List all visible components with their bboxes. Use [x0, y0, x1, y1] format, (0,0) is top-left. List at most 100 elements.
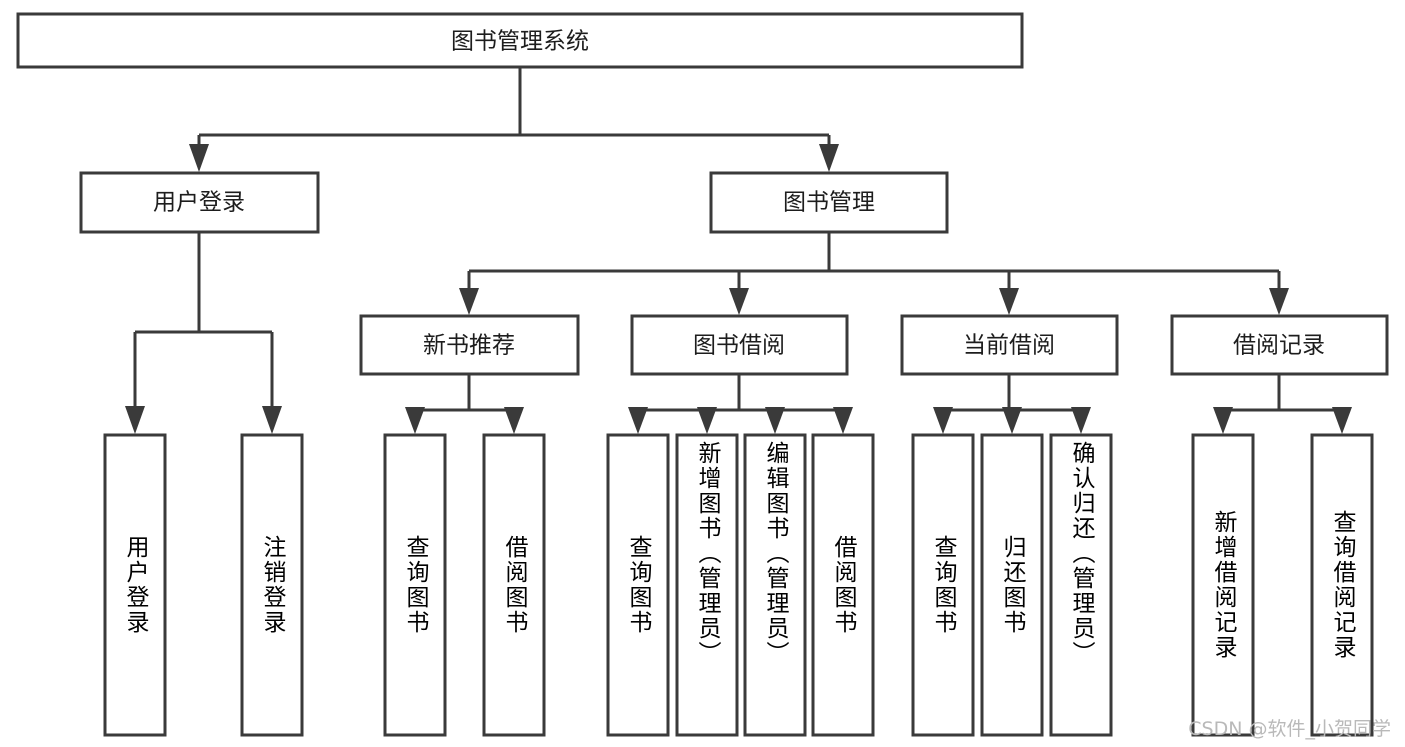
- node-leaf-edit-book-text-wrap: 编辑图书（管理员）: [762, 441, 788, 666]
- node-leaf-user-login-label: 用户登录: [122, 535, 148, 635]
- node-leaf-confirm-return-label: 确认归还（管理员）: [1068, 441, 1094, 666]
- node-leaf-query-book-current-label: 查询图书: [930, 535, 956, 635]
- arrow-head-bookmanage: [819, 144, 839, 172]
- arrow-head-book-borrow: [729, 288, 749, 315]
- node-leaf-confirm-return[interactable]: 确认归还（管理员）: [1049, 433, 1113, 737]
- connector-group-bookborrow: [628, 374, 853, 434]
- connector-group-bookmanage: [459, 232, 1289, 315]
- arrow-head-new-book-recommend: [459, 288, 479, 315]
- arrow-head-leaf-query-book-current: [933, 407, 953, 434]
- node-leaf-query-book-borrow-label: 查询图书: [625, 535, 651, 635]
- node-leaf-query-book-current-text-wrap: 查询图书: [930, 535, 956, 635]
- node-current-borrow-label: 当前借阅: [963, 333, 1055, 359]
- node-book-borrow[interactable]: 图书借阅: [630, 314, 849, 376]
- node-leaf-query-book-borrow-rect[interactable]: [606, 433, 670, 737]
- node-leaf-query-book-rec-rect[interactable]: [383, 433, 447, 737]
- node-leaf-add-book-text-wrap: 新增图书（管理员）: [694, 441, 720, 666]
- arrow-head-leaf-return-book: [1002, 407, 1022, 434]
- node-new-book-recommend-rect[interactable]: [359, 314, 580, 376]
- node-current-borrow-rect[interactable]: [900, 314, 1119, 376]
- node-leaf-borrow-book-rect[interactable]: [811, 433, 875, 737]
- node-book-manage-label: 图书管理: [783, 190, 875, 216]
- node-leaf-edit-book[interactable]: 编辑图书（管理员）: [743, 433, 807, 737]
- node-leaf-query-book-current-rect[interactable]: [911, 433, 975, 737]
- node-leaf-query-book-borrow-text-wrap: 查询图书: [625, 535, 651, 635]
- node-leaf-add-borrow-record-text-wrap: 新增借阅记录: [1210, 510, 1236, 660]
- node-leaf-add-borrow-record-rect[interactable]: [1191, 433, 1255, 737]
- node-leaf-edit-book-label: 编辑图书（管理员）: [762, 441, 788, 666]
- arrow-head-leaf-logout-login: [262, 406, 282, 434]
- arrow-head-leaf-borrow-book-rec: [504, 407, 524, 434]
- node-current-borrow[interactable]: 当前借阅: [900, 314, 1119, 376]
- node-leaf-edit-book-rect[interactable]: [743, 433, 807, 737]
- node-leaf-add-borrow-record[interactable]: 新增借阅记录: [1191, 433, 1255, 737]
- arrow-head-leaf-add-borrow-record: [1213, 407, 1233, 434]
- node-leaf-query-book-rec-text-wrap: 查询图书: [402, 535, 428, 635]
- node-leaf-add-book[interactable]: 新增图书（管理员）: [675, 433, 739, 737]
- arrow-head-leaf-query-book-borrow: [628, 407, 648, 434]
- node-leaf-confirm-return-text-wrap: 确认归还（管理员）: [1068, 441, 1094, 666]
- node-leaf-query-book-borrow[interactable]: 查询图书: [606, 433, 670, 737]
- node-leaf-logout-login[interactable]: 注销登录: [240, 433, 304, 737]
- node-leaf-logout-login-text-wrap: 注销登录: [259, 535, 285, 635]
- node-leaf-borrow-book[interactable]: 借阅图书: [811, 433, 875, 737]
- node-leaf-borrow-book-rec-rect[interactable]: [482, 433, 546, 737]
- arrow-head-leaf-user-login: [125, 406, 145, 434]
- arrow-head-leaf-borrow-book: [833, 407, 853, 434]
- node-user-login[interactable]: 用户登录: [79, 171, 320, 234]
- node-leaf-query-book-rec-label: 查询图书: [402, 535, 428, 635]
- arrow-head-leaf-query-borrow-record: [1332, 407, 1352, 434]
- arrow-head-leaf-query-book-rec: [405, 407, 425, 434]
- node-leaf-query-borrow-record-rect[interactable]: [1310, 433, 1374, 737]
- node-new-book-recommend-label: 新书推荐: [423, 333, 515, 359]
- node-leaf-logout-login-label: 注销登录: [259, 535, 285, 635]
- connector-group-userlogin: [125, 232, 282, 434]
- node-leaf-borrow-book-rec-text-wrap: 借阅图书: [501, 535, 527, 635]
- arrow-head-leaf-edit-book: [765, 407, 785, 434]
- node-leaf-confirm-return-rect[interactable]: [1049, 433, 1113, 737]
- node-leaf-return-book-text-wrap: 归还图书: [999, 535, 1025, 635]
- node-leaf-query-borrow-record[interactable]: 查询借阅记录: [1310, 433, 1374, 737]
- node-leaf-borrow-book-label: 借阅图书: [830, 535, 856, 635]
- node-leaf-add-book-label: 新增图书（管理员）: [694, 441, 720, 666]
- connector-group-currentborrow: [933, 374, 1091, 434]
- node-leaf-return-book[interactable]: 归还图书: [980, 433, 1044, 737]
- arrow-head-leaf-confirm-return: [1071, 407, 1091, 434]
- node-leaf-user-login-rect[interactable]: [103, 433, 167, 737]
- node-leaf-logout-login-rect[interactable]: [240, 433, 304, 737]
- node-root-label: 图书管理系统: [451, 29, 589, 55]
- node-leaf-user-login[interactable]: 用户登录: [103, 433, 167, 737]
- node-borrow-record-rect[interactable]: [1170, 314, 1389, 376]
- node-leaf-borrow-book-text-wrap: 借阅图书: [830, 535, 856, 635]
- node-borrow-record[interactable]: 借阅记录: [1170, 314, 1389, 376]
- node-leaf-query-borrow-record-text-wrap: 查询借阅记录: [1329, 510, 1355, 660]
- node-leaf-add-book-rect[interactable]: [675, 433, 739, 737]
- node-leaf-return-book-rect[interactable]: [980, 433, 1044, 737]
- connector-group-borrowrecord: [1213, 374, 1352, 434]
- node-leaf-borrow-book-rec-label: 借阅图书: [501, 535, 527, 635]
- node-leaf-query-book-current[interactable]: 查询图书: [911, 433, 975, 737]
- arrow-head-borrow-record: [1269, 288, 1289, 315]
- arrow-head-userlogin: [189, 144, 209, 172]
- node-book-borrow-label: 图书借阅: [693, 333, 785, 359]
- node-leaf-return-book-label: 归还图书: [999, 535, 1025, 635]
- node-book-manage-rect[interactable]: [709, 171, 949, 234]
- node-user-login-label: 用户登录: [153, 190, 245, 216]
- connector-group-root: [189, 67, 839, 172]
- node-borrow-record-label: 借阅记录: [1233, 333, 1325, 359]
- node-book-borrow-rect[interactable]: [630, 314, 849, 376]
- node-root-rect[interactable]: [16, 12, 1024, 69]
- node-new-book-recommend[interactable]: 新书推荐: [359, 314, 580, 376]
- arrow-head-leaf-add-book: [697, 407, 717, 434]
- node-leaf-query-borrow-record-label: 查询借阅记录: [1329, 510, 1355, 660]
- connector-group-newbook: [405, 374, 524, 434]
- node-user-login-rect[interactable]: [79, 171, 320, 234]
- node-leaf-borrow-book-rec[interactable]: 借阅图书: [482, 433, 546, 737]
- node-leaf-user-login-text-wrap: 用户登录: [122, 535, 148, 635]
- node-leaf-query-book-rec[interactable]: 查询图书: [383, 433, 447, 737]
- node-book-manage[interactable]: 图书管理: [709, 171, 949, 234]
- arrow-head-current-borrow: [999, 288, 1019, 315]
- node-root[interactable]: 图书管理系统: [16, 12, 1024, 69]
